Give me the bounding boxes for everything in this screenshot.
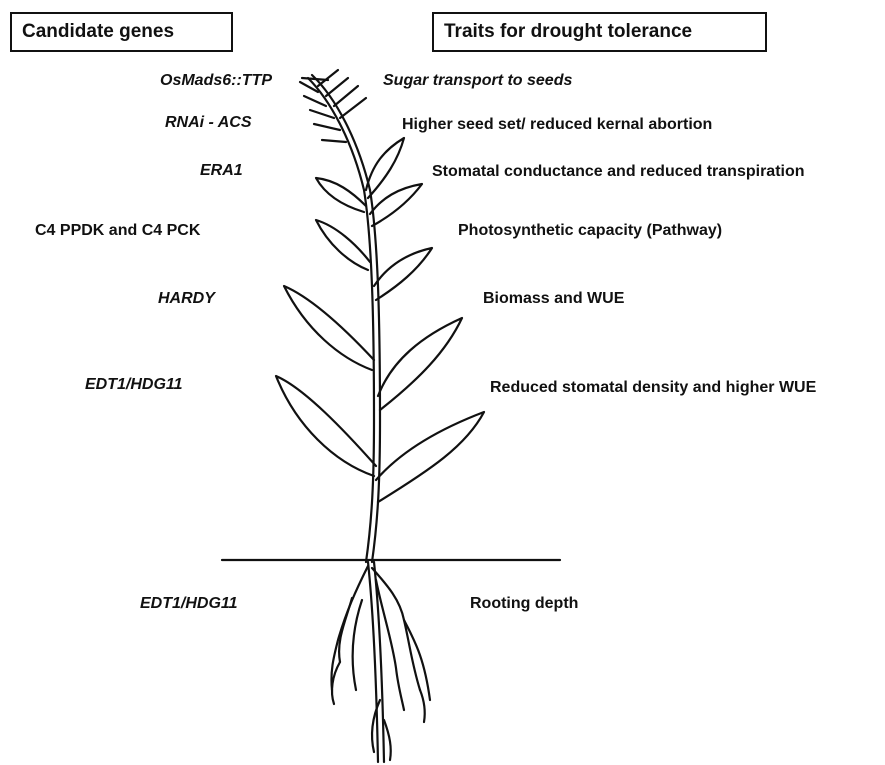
leaf-right-4 [378, 318, 462, 410]
leaf-left-4 [276, 376, 376, 476]
stem-right-edge [312, 75, 380, 562]
leaf-left-1 [316, 178, 366, 212]
leaf-right-2 [370, 184, 422, 226]
leaf-left-3 [284, 286, 374, 370]
roots [331, 562, 430, 762]
leaf-right-3 [374, 248, 432, 300]
leaf-right-1 [366, 138, 404, 198]
stem-left-edge [308, 78, 374, 562]
leaf-right-5 [376, 412, 484, 502]
leaf-left-2 [316, 220, 370, 270]
